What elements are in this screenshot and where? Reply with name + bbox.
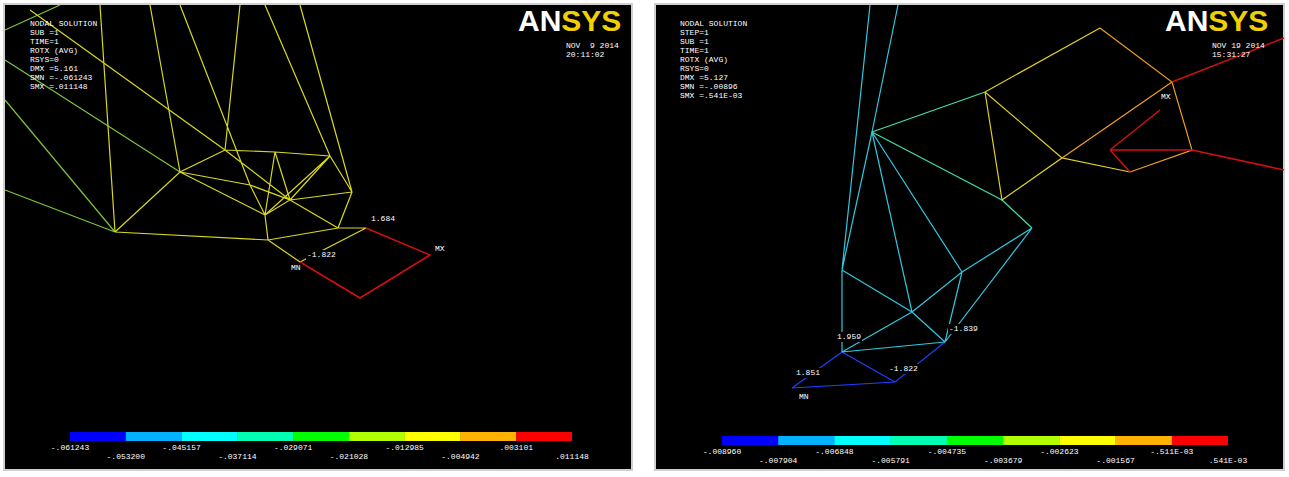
- info-text: SMX =.011148: [30, 83, 88, 91]
- truss-wireframe: [792, 5, 1284, 388]
- info-text: TIME=1: [680, 47, 709, 55]
- legend-value: .541E-03: [1209, 457, 1247, 465]
- legend-value: -.037114: [218, 453, 256, 461]
- legend-value: .011148: [555, 453, 589, 461]
- legend-value: -.006848: [815, 448, 853, 456]
- node-value: 1.851: [795, 368, 821, 378]
- color-bar: [722, 436, 1228, 445]
- date-text: NOV 9 2014: [566, 42, 619, 50]
- info-text: SUB =1: [680, 38, 709, 46]
- date-text: 15:31:27: [1212, 51, 1250, 59]
- legend-value: -.004942: [441, 453, 479, 461]
- node-value: MN: [798, 392, 810, 402]
- date-text: NOV 19 2014: [1212, 42, 1265, 50]
- info-text: STEP=1: [680, 29, 709, 37]
- legend-value: -.001567: [1096, 457, 1134, 465]
- legend-value: -.511E-03: [1150, 448, 1193, 456]
- info-text: SMN =-.00896: [680, 83, 738, 91]
- info-text: TIME=1: [30, 38, 59, 46]
- logo-text: AN: [518, 6, 561, 36]
- node-value: -1.839: [948, 324, 979, 334]
- info-text: DMX =5.161: [30, 65, 78, 73]
- node-value: MN: [290, 263, 302, 273]
- legend-value: -.029071: [274, 444, 312, 452]
- info-text: NODAL SOLUTION: [30, 20, 97, 28]
- legend-value: -.003679: [984, 457, 1022, 465]
- info-text: SMN =-.061243: [30, 74, 92, 82]
- color-bar: [70, 432, 572, 441]
- legend-value: .003101: [499, 444, 533, 452]
- graphics-window: [655, 4, 1284, 470]
- legend-value: -.053200: [107, 453, 145, 461]
- node-value: -1.822: [888, 364, 919, 374]
- logo-text: AN: [1165, 6, 1208, 36]
- node-value: -1.822: [306, 250, 337, 260]
- truss-wireframe: [5, 5, 430, 298]
- node-value: MX: [434, 244, 446, 254]
- node-value: 1.959: [836, 332, 862, 342]
- legend-value: -.045157: [162, 444, 200, 452]
- legend-value: -.008960: [703, 448, 741, 456]
- info-text: ROTX (AVG): [30, 47, 78, 55]
- info-text: ROTX (AVG): [680, 56, 728, 64]
- info-text: RSYS=0: [680, 65, 709, 73]
- node-value: MX: [1160, 92, 1172, 102]
- logo-text: SYS: [1208, 6, 1268, 36]
- info-text: SUB =1: [30, 29, 59, 37]
- info-text: RSYS=0: [30, 56, 59, 64]
- date-text: 20:11:02: [566, 51, 604, 59]
- legend-value: -.005791: [871, 457, 909, 465]
- legend-value: -.002623: [1040, 448, 1078, 456]
- info-text: DMX =5.127: [680, 74, 728, 82]
- legend-value: -.021028: [330, 453, 368, 461]
- legend-value: -.004735: [928, 448, 966, 456]
- legend-value: -.007904: [759, 457, 797, 465]
- info-text: SMX =.541E-03: [680, 92, 742, 100]
- info-text: NODAL SOLUTION: [680, 20, 747, 28]
- graphics-window: [4, 4, 632, 470]
- legend-value: -.061243: [51, 444, 89, 452]
- legend-value: -.012985: [385, 444, 423, 452]
- node-value: 1.684: [370, 214, 396, 224]
- logo-text: SYS: [561, 6, 621, 36]
